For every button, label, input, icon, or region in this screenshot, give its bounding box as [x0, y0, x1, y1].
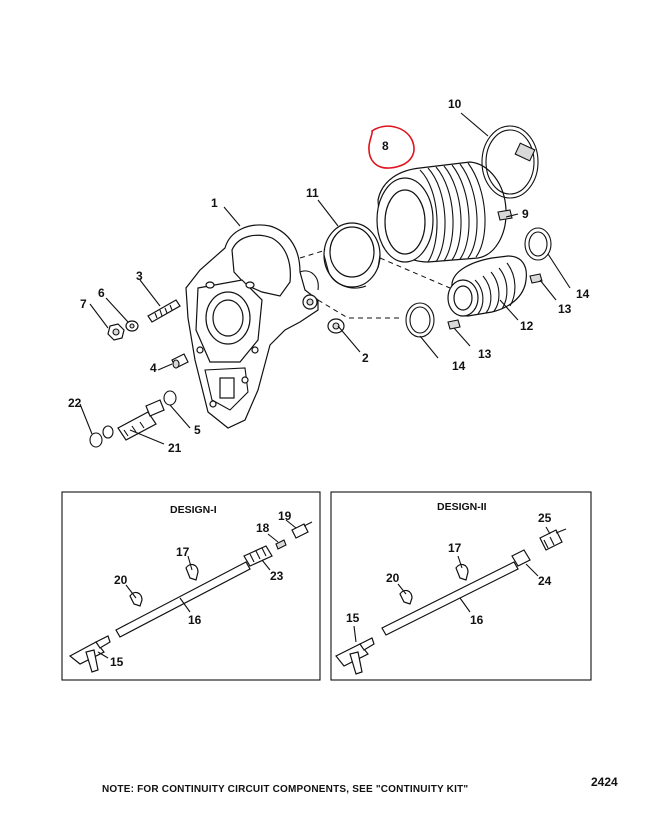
clip-part-9 — [497, 209, 513, 221]
design-1-callout-19: 19 — [278, 509, 292, 523]
gimbal-housing-part-1 — [185, 224, 319, 429]
callout-labels-main: 1 2 3 4 5 6 7 8 9 10 11 12 13 13 14 14 2… — [68, 97, 590, 455]
callout-1: 1 — [211, 196, 218, 210]
design-2-callout-15: 15 — [346, 611, 360, 625]
callout-13-right: 13 — [558, 302, 572, 316]
design-1-panel: DESIGN-I 17 20 16 18 19 — [61, 491, 321, 681]
callout-11: 11 — [306, 186, 319, 200]
design-1-callout-16: 16 — [188, 613, 202, 627]
callout-10: 10 — [448, 97, 462, 111]
clip-part-13-lower — [447, 319, 461, 330]
callout-2: 2 — [362, 351, 369, 365]
stud-part-3 — [147, 299, 181, 323]
design-2-callout-17: 17 — [448, 541, 462, 555]
callout-8: 8 — [382, 139, 389, 153]
design-1-callout-17: 17 — [176, 545, 190, 559]
o-ring-part-5 — [163, 390, 177, 406]
ring-part-11 — [323, 222, 381, 289]
leader-lines-design-2 — [353, 526, 551, 643]
callout-21: 21 — [168, 441, 182, 455]
nut-part-7 — [107, 323, 125, 341]
bellows-part-8 — [376, 161, 507, 263]
callout-3: 3 — [136, 269, 143, 283]
design-1-title: DESIGN-I — [170, 504, 217, 516]
shift-bellows-part-12 — [447, 255, 527, 317]
callout-13-lower: 13 — [478, 347, 492, 361]
design-1-callout-18: 18 — [256, 521, 270, 535]
design-2-callout-24: 24 — [538, 574, 552, 588]
leader-lines-main — [79, 112, 571, 445]
design-2-callout-20: 20 — [386, 571, 400, 585]
washer-part-2 — [327, 318, 345, 334]
callout-7: 7 — [80, 297, 87, 311]
design-2-callout-25: 25 — [538, 511, 552, 525]
design-1-callout-20: 20 — [114, 573, 128, 587]
callout-6: 6 — [98, 286, 105, 300]
seals-part-22 — [89, 425, 114, 448]
design-2-title: DESIGN-II — [437, 501, 487, 513]
highlight-circle — [368, 125, 415, 169]
leader-lines-design-1 — [97, 519, 297, 659]
clamp-part-10 — [481, 125, 539, 199]
callout-14-right: 14 — [576, 287, 590, 301]
fitting-part-4 — [171, 353, 189, 369]
callout-5: 5 — [194, 423, 201, 437]
valve-part-21 — [117, 399, 165, 441]
design-2-callout-16: 16 — [470, 613, 484, 627]
design-1-callout-15: 15 — [110, 655, 124, 669]
callout-12: 12 — [520, 319, 534, 333]
design-2-panel: DESIGN-II 17 20 16 25 24 15 — [330, 491, 592, 681]
alignment-lines — [299, 249, 451, 319]
washer-part-6 — [125, 320, 139, 332]
callout-14-lower: 14 — [452, 359, 466, 373]
callout-4: 4 — [150, 361, 157, 375]
clamp-part-14-lower — [405, 302, 435, 338]
callout-22: 22 — [68, 396, 82, 410]
bellows-ribs — [419, 162, 486, 263]
design-1-callout-23: 23 — [270, 569, 284, 583]
figure-number: 2424 — [591, 775, 618, 789]
callout-9: 9 — [522, 207, 529, 221]
clip-part-13-upper — [529, 273, 543, 284]
continuity-note: NOTE: FOR CONTINUITY CIRCUIT COMPONENTS,… — [102, 784, 468, 795]
clamp-part-14-upper — [524, 227, 552, 261]
